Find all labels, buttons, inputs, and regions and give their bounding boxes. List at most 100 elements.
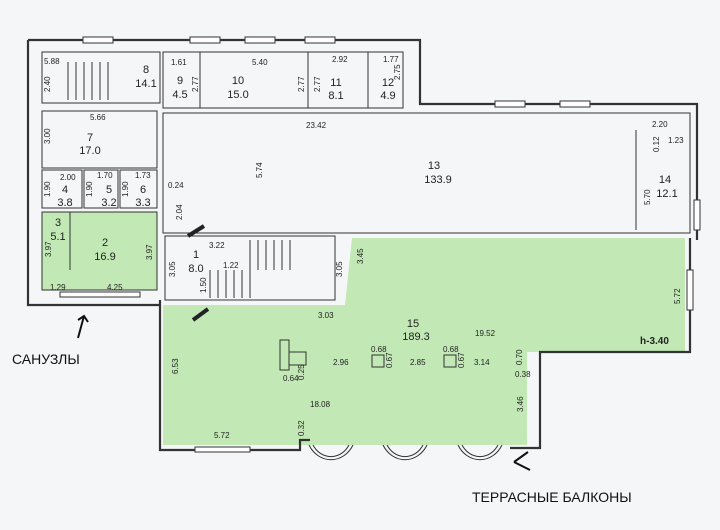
ceiling-height-label: h-3.40 (640, 336, 669, 347)
dimension: 2.77 (191, 76, 200, 92)
dimension: 3.05 (168, 261, 177, 277)
room-number: 2 (102, 237, 108, 249)
restrooms-annotation: САНУЗЛЫ (12, 351, 80, 367)
dimension: 5.74 (255, 162, 264, 178)
dimension: 5.88 (44, 57, 60, 66)
outer-wall-hall (158, 300, 310, 452)
room-area: 133.9 (424, 174, 452, 186)
terrace-annotation: ТЕРРАСНЫЕ БАЛКОНЫ (472, 489, 632, 505)
room-number: 12 (382, 77, 394, 89)
stairs-icon (67, 62, 291, 298)
highlight-restrooms (42, 212, 157, 290)
dimension: 2.40 (43, 76, 52, 92)
dimension: 1.29 (50, 283, 66, 292)
room-number: 7 (87, 132, 93, 144)
dimension: 2.96 (333, 358, 349, 367)
dimension: 1.70 (97, 171, 113, 180)
dimension: 1.50 (199, 277, 208, 293)
dimension: 2.85 (410, 358, 426, 367)
room-number: 14 (659, 174, 671, 186)
dimension: 23.42 (306, 121, 327, 130)
room-area: 3.2 (101, 197, 116, 209)
dimension: 3.97 (44, 241, 53, 257)
room-number: 6 (140, 184, 146, 196)
outer-wall-left (26, 40, 160, 307)
dimension: 3.03 (318, 311, 334, 320)
dimension: 3.46 (516, 396, 525, 412)
dimension: 1.61 (171, 58, 187, 67)
room-number: 15 (407, 318, 419, 330)
room-area: 189.3 (402, 331, 430, 343)
dimension: 1.90 (85, 181, 94, 197)
room-number: 9 (177, 75, 183, 87)
dimension: 3.45 (356, 248, 365, 264)
door-mark (186, 224, 206, 238)
dimension: 5.72 (214, 431, 230, 440)
room-area: 3.8 (57, 197, 72, 209)
dimension: 5.40 (252, 58, 268, 67)
room-number: 1 (193, 249, 199, 261)
windows (59, 36, 701, 453)
dimension: 0.24 (168, 181, 184, 190)
room-number: 3 (55, 217, 61, 229)
interior-walls (41, 51, 691, 371)
dimension: 0.25 (297, 364, 306, 380)
dimension: 1.90 (43, 181, 52, 197)
dimension: 0.68 (371, 345, 387, 354)
dimension: 0.67 (457, 352, 466, 368)
room-labels: 1 8.0 2 16.9 3 5.1 43.8 53.2 63.3 717.0 8 14… (50, 64, 677, 343)
dimension: 3.00 (43, 128, 52, 144)
dimension: 2.00 (60, 173, 76, 182)
dimension: 0.64 (283, 374, 299, 383)
dimension: 5.72 (673, 288, 682, 304)
room-area: 4.9 (380, 90, 395, 102)
dimension: 2.77 (313, 76, 322, 92)
dimension-labels: 5.88 2.40 1.61 5.40 2.92 1.77 2.77 2.77 … (43, 55, 684, 440)
dimension: 2.20 (652, 120, 668, 129)
dimension: 3.22 (209, 241, 225, 250)
room-area: 5.1 (50, 231, 65, 243)
dimension: 0.32 (297, 420, 306, 436)
dimension: 5.66 (90, 113, 106, 122)
dimension: 19.52 (475, 329, 496, 338)
room-number: 11 (330, 77, 341, 89)
room-number: 10 (232, 75, 244, 87)
dimension: 0.68 (443, 345, 459, 354)
outer-wall-right (510, 238, 692, 450)
dimension: 0.70 (515, 349, 524, 365)
room-area: 8.0 (188, 263, 203, 275)
room-number: 5 (106, 184, 112, 196)
dimension: 1.77 (383, 55, 399, 64)
dimension: 5.70 (643, 189, 652, 205)
terrace-balconies (308, 444, 503, 461)
arrow-icon (513, 451, 531, 471)
dimension: 0.67 (385, 352, 394, 368)
dimension: 1.90 (121, 181, 130, 197)
dimension: 18.08 (310, 400, 331, 409)
room-area: 17.0 (79, 145, 100, 157)
dimension: 3.05 (335, 261, 344, 277)
dimension: 2.75 (393, 64, 402, 80)
dimension: 2.04 (175, 204, 184, 220)
highlight-hall-15 (163, 238, 685, 445)
arrow-icon (77, 314, 89, 339)
dimension: 3.97 (145, 244, 154, 260)
dimension: 2.77 (297, 76, 306, 92)
door-mark (191, 307, 210, 322)
dimension: 1.22 (223, 261, 239, 270)
dimension: 1.23 (668, 136, 684, 145)
room-area: 16.9 (94, 251, 115, 263)
dimension: 1.73 (135, 171, 151, 180)
room-area: 14.1 (135, 78, 156, 90)
room-area: 8.1 (328, 90, 343, 102)
room-number: 8 (143, 64, 149, 76)
room-number: 13 (428, 160, 440, 172)
room-area: 15.0 (227, 89, 248, 101)
dimension: 0.38 (515, 370, 531, 379)
outer-wall-top (28, 38, 699, 240)
room-area: 3.3 (135, 197, 150, 209)
room-number: 4 (62, 184, 68, 196)
room-area: 12.1 (656, 188, 677, 200)
room-area: 4.5 (172, 89, 187, 101)
